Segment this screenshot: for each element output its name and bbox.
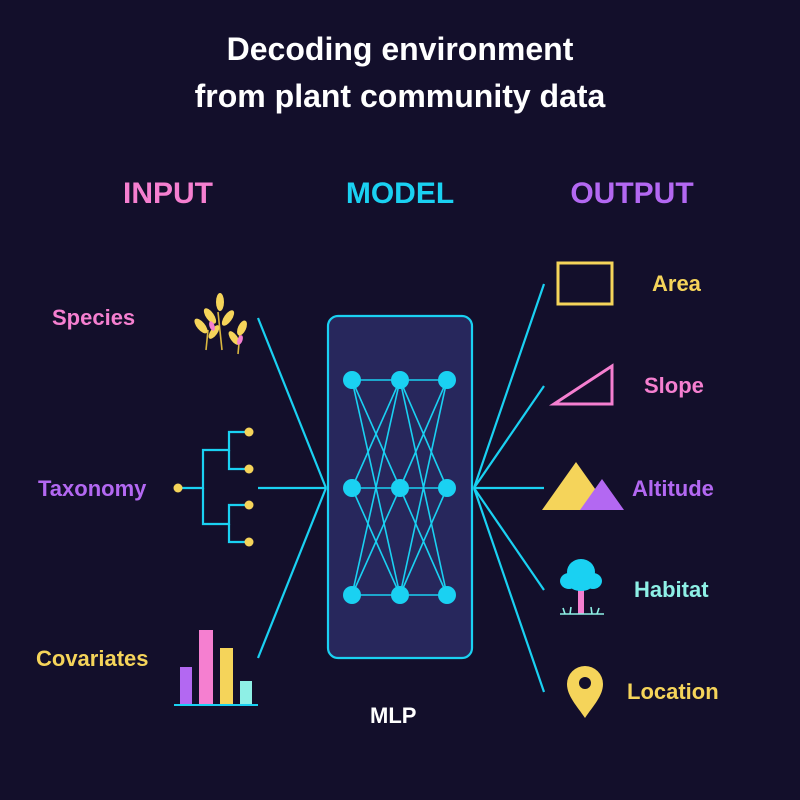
network-edge (399, 487, 448, 596)
location-connector (472, 487, 546, 693)
title-line-2: from plant community data (194, 78, 606, 114)
network-edge (351, 379, 401, 596)
tree-diagram-icon (178, 430, 249, 544)
input-label-taxonomy: Taxonomy (38, 476, 147, 501)
location-pin-icon (567, 666, 603, 718)
network-node (343, 586, 361, 604)
network-node (438, 479, 456, 497)
model-label: MLP (370, 703, 417, 728)
input-label-covariates: Covariates (36, 646, 149, 671)
neural-network (343, 371, 456, 604)
triangle-icon (548, 363, 614, 406)
network-node (438, 586, 456, 604)
network-node (391, 371, 409, 389)
title-line-1: Decoding environment (226, 31, 574, 67)
habitat-connector (473, 487, 545, 591)
network-node (343, 371, 361, 389)
output-label-area: Area (652, 271, 701, 296)
tree-diagram-nodes (173, 427, 254, 547)
output-label-slope: Slope (644, 373, 704, 398)
tree-icon (560, 559, 604, 615)
area-connector (472, 283, 546, 489)
network-node (391, 586, 409, 604)
input-label-species: Species (52, 305, 136, 330)
slope-connector (473, 385, 545, 489)
species-connector (256, 317, 328, 489)
network-edge (351, 379, 401, 489)
network-edge (399, 379, 448, 596)
network-node (343, 479, 361, 497)
output-label-location: Location (627, 679, 719, 704)
input-connectors (256, 317, 328, 659)
mountains-icon (542, 462, 624, 510)
network-edge (399, 379, 448, 489)
model-heading: MODEL (345, 177, 455, 210)
plant-icon (194, 293, 247, 355)
rectangle-icon (556, 261, 614, 306)
input-heading: INPUT (123, 177, 213, 210)
covariates-connector (256, 487, 328, 659)
network-edge (351, 487, 401, 596)
network-node (438, 371, 456, 389)
output-heading: OUTPUT (570, 177, 694, 210)
output-connectors (472, 283, 546, 693)
bar-chart-icon (174, 630, 258, 706)
output-label-habitat: Habitat (634, 577, 709, 602)
output-label-altitude: Altitude (632, 476, 714, 501)
network-node (391, 479, 409, 497)
